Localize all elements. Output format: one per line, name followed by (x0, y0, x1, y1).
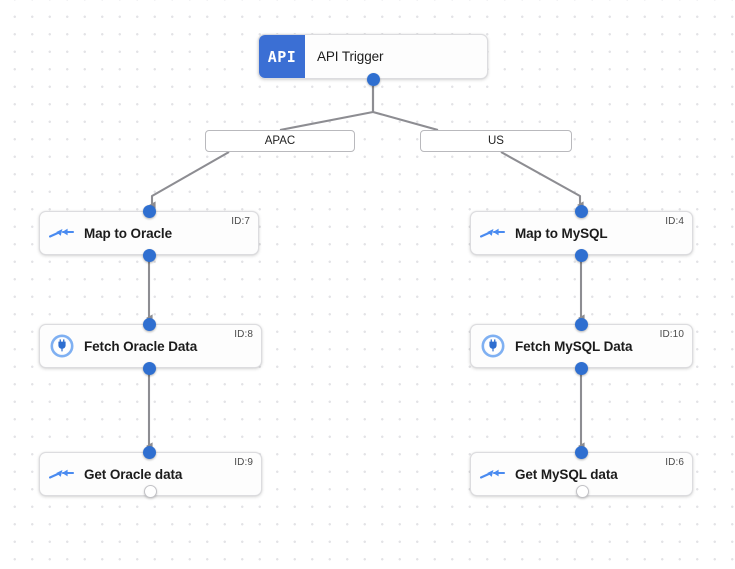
node-get-mysql-data[interactable]: ID:6 Get MySQL data (470, 452, 693, 496)
node-title: Fetch Oracle Data (84, 338, 198, 354)
node-title: Get Oracle data (84, 466, 183, 482)
node-title: Get MySQL data (515, 466, 618, 482)
node-title: Map to Oracle (84, 225, 172, 241)
connector-out-get-mysql-data[interactable] (576, 485, 589, 498)
connector-in-fetch-oracle-data[interactable] (143, 318, 156, 331)
node-title: API Trigger (317, 49, 384, 64)
connector-out-get-oracle-data[interactable] (144, 485, 157, 498)
node-id-label: ID:7 (231, 216, 250, 227)
node-id-label: ID:10 (659, 329, 684, 340)
connector-in-map-to-oracle[interactable] (143, 205, 156, 218)
database-plug-icon (40, 334, 84, 358)
edge-trigger-to-apac (279, 86, 375, 132)
database-plug-icon (471, 334, 515, 358)
connector-out-fetch-mysql-data[interactable] (575, 362, 588, 375)
merge-arrows-icon (471, 465, 515, 483)
connector-out-trigger[interactable] (367, 73, 380, 86)
edge-trigger-to-us (371, 86, 439, 132)
branch-label-text: US (488, 135, 504, 147)
connector-in-get-oracle-data[interactable] (143, 446, 156, 459)
node-id-label: ID:4 (665, 216, 684, 227)
branch-label-text: APAC (264, 135, 296, 147)
node-id-label: ID:9 (234, 457, 253, 468)
connector-out-fetch-oracle-data[interactable] (143, 362, 156, 375)
connector-out-map-to-mysql[interactable] (575, 249, 588, 262)
api-badge-label: API (267, 47, 297, 66)
node-fetch-oracle-data[interactable]: ID:8 Fetch Oracle Data (39, 324, 262, 368)
merge-arrows-icon (40, 224, 84, 242)
merge-arrows-icon (471, 224, 515, 242)
connector-in-fetch-mysql-data[interactable] (575, 318, 588, 331)
edge-apac-to-map-oracle (149, 151, 230, 209)
merge-arrows-icon (40, 465, 84, 483)
node-api-trigger[interactable]: API API Trigger (258, 34, 488, 79)
node-id-label: ID:8 (234, 329, 253, 340)
branch-label-apac[interactable]: APAC (205, 130, 355, 152)
node-title: Map to MySQL (515, 225, 608, 241)
node-id-label: ID:6 (665, 457, 684, 468)
node-map-to-mysql[interactable]: ID:4 Map to MySQL (470, 211, 693, 255)
connector-in-get-mysql-data[interactable] (575, 446, 588, 459)
api-badge-icon: API (259, 35, 305, 78)
connector-out-map-to-oracle[interactable] (143, 249, 156, 262)
connector-in-map-to-mysql[interactable] (575, 205, 588, 218)
edge-us-to-map-mysql (500, 151, 584, 209)
node-title: Fetch MySQL Data (515, 338, 633, 354)
branch-label-us[interactable]: US (420, 130, 572, 152)
